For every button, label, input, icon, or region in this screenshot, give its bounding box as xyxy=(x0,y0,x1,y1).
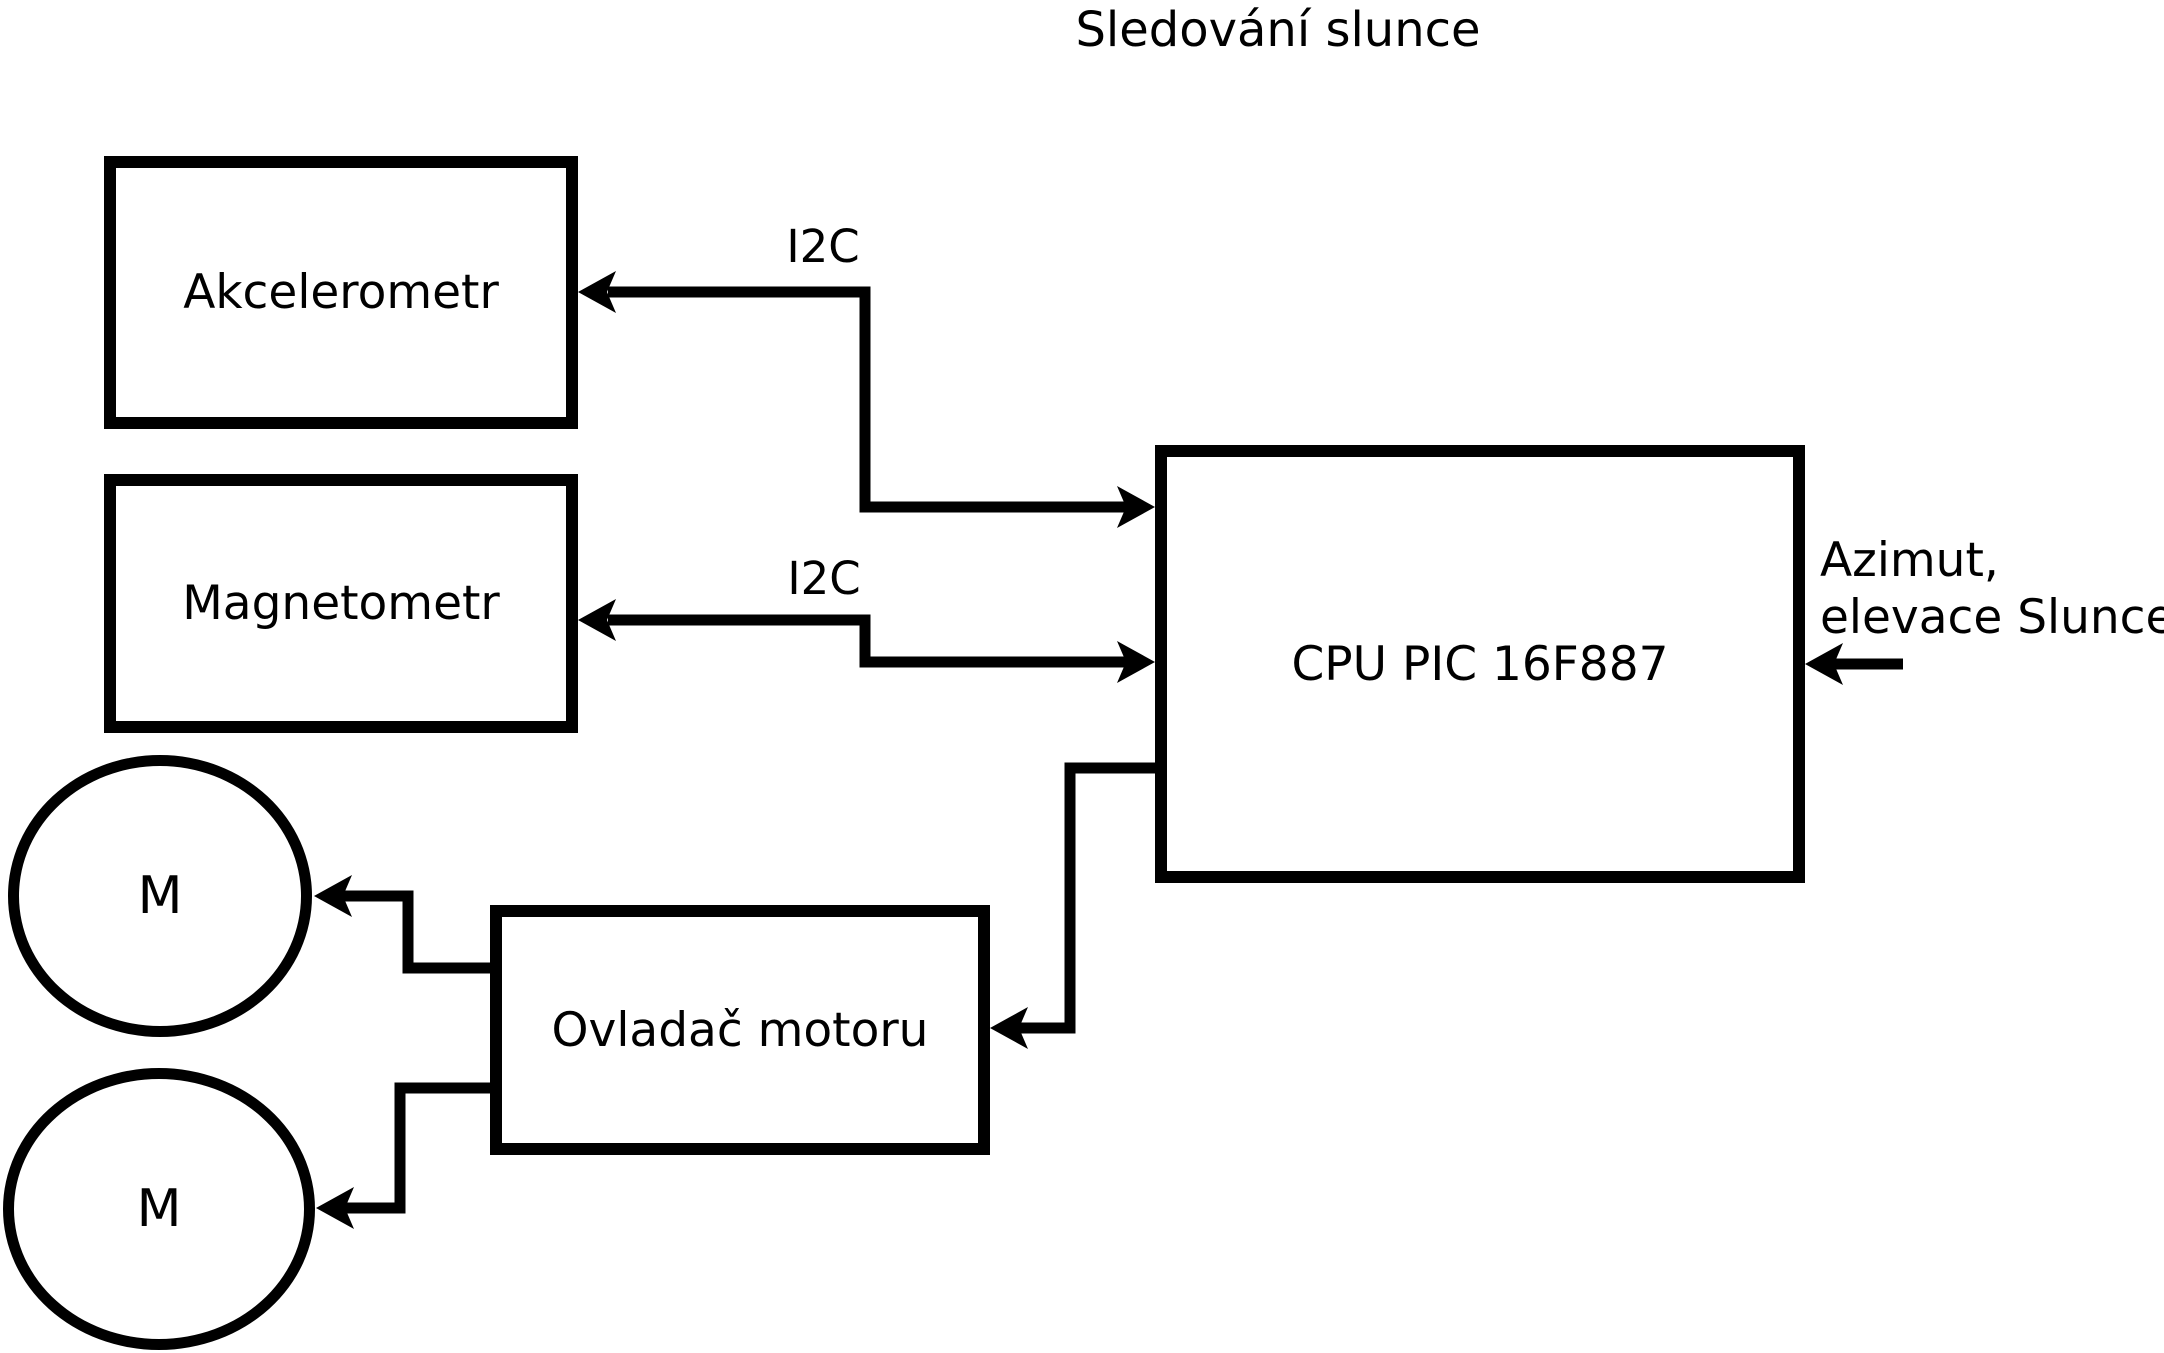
arrowhead-into-motor-top xyxy=(314,875,352,917)
magnetometer-label: Magnetometr xyxy=(182,576,500,631)
arrowhead-into-motor-driver xyxy=(990,1007,1028,1049)
wire-cpu-to-motor-driver xyxy=(1018,762,1161,1034)
wire-cpu-to-magnetometer xyxy=(608,614,1127,668)
accelerometer-box: Akcelerometr xyxy=(104,156,578,429)
arrowhead-into-cpu-from-sun-input xyxy=(1805,643,1843,685)
motor-top-label: M xyxy=(137,866,183,926)
diagram-title: Sledování slunce xyxy=(1075,2,1481,58)
cpu-label: CPU PIC 16F887 xyxy=(1291,636,1669,692)
motor-bottom-label: M xyxy=(136,1179,182,1239)
magnetometer-box: Magnetometr xyxy=(104,474,578,733)
motor-driver-box: Ovladač motoru xyxy=(490,905,990,1155)
motor-driver-label: Ovladač motoru xyxy=(551,1002,929,1058)
motor-top-circle: M xyxy=(8,755,312,1037)
arrowhead-into-cpu-from-magnetometer xyxy=(1117,641,1155,683)
sun-input-label: Azimut, elevace Slunce xyxy=(1820,532,2164,646)
i2c-label-magnetometer: I2C xyxy=(787,552,861,605)
i2c-label-accelerometer: I2C xyxy=(786,220,860,273)
arrowhead-into-cpu-from-accelerometer xyxy=(1117,486,1155,528)
sun-input-label-line1: Azimut, xyxy=(1820,533,1999,588)
wire-motor-driver-to-motor-top xyxy=(342,890,496,974)
cpu-box: CPU PIC 16F887 xyxy=(1155,445,1805,883)
motor-bottom-circle: M xyxy=(3,1068,315,1350)
sun-input-label-line2: elevace Slunce xyxy=(1820,590,2164,645)
wire-motor-driver-to-motor-bottom xyxy=(345,1082,496,1214)
arrowhead-into-accelerometer xyxy=(578,271,616,313)
accelerometer-label: Akcelerometr xyxy=(183,265,499,320)
arrowhead-into-magnetometer xyxy=(578,599,616,641)
arrowhead-into-motor-bottom xyxy=(316,1187,354,1229)
wire-cpu-to-accelerometer xyxy=(608,286,1127,513)
